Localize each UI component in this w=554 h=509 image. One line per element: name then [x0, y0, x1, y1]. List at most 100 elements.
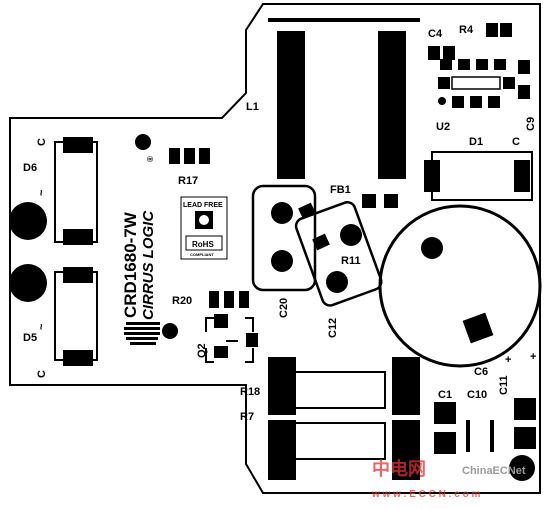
- tilde-symbol-b: ~: [36, 323, 48, 330]
- u2-pin1-dot: [438, 97, 446, 105]
- d1-cathode-label: C: [512, 136, 520, 148]
- d5-cathode-label: C: [36, 370, 48, 378]
- fb1-pad-a: [362, 194, 376, 208]
- d5-label: D5: [23, 332, 37, 344]
- d5-pad-b: [63, 350, 93, 366]
- u2-pad-d: [494, 59, 506, 70]
- c4-pad-b: [443, 46, 455, 60]
- r20-pad-a: [209, 291, 219, 308]
- q2-pad-a: [214, 314, 228, 328]
- c12-outline: [294, 201, 383, 307]
- c20-label: C20: [278, 298, 290, 318]
- l1-pad-left: [277, 31, 305, 179]
- u2-pad-h: [470, 96, 482, 108]
- brand-registered-mark: ®: [146, 156, 155, 162]
- c4-label: C4: [428, 28, 443, 40]
- c6-outline: [378, 204, 542, 368]
- c9-label: C9: [525, 117, 537, 131]
- d6-pad-a: [63, 137, 93, 153]
- rohs-sub: COMPLIANT: [190, 252, 214, 257]
- d1-pad-right: [514, 160, 530, 192]
- u2-pad-g: [452, 96, 464, 108]
- rohs-text: RoHS: [192, 240, 214, 249]
- watermark-site: ChinaECNet: [462, 465, 526, 477]
- c9-pad-b: [518, 85, 530, 99]
- c20-outline: [251, 184, 317, 292]
- l1-pad-right: [378, 31, 406, 179]
- u2-pad-a: [440, 59, 452, 70]
- c4-pad-a: [428, 46, 440, 60]
- brand-name: CIRRUS LOGIC: [140, 210, 157, 320]
- r18-pad-b: [392, 357, 420, 415]
- c10-pad-a: [466, 420, 470, 452]
- r20-pad-b: [224, 291, 234, 308]
- watermark-url: w w w . E C C N . c o m: [371, 489, 480, 500]
- r17-pad-c: [199, 148, 210, 164]
- c10-label: C10: [467, 389, 487, 401]
- l1-label: L1: [246, 101, 259, 113]
- d6-terminal: [9, 202, 47, 240]
- c6-pad-a: [421, 237, 443, 259]
- r7-pad-a: [268, 420, 296, 480]
- r7-label: R7: [240, 411, 254, 423]
- u2-pad-c: [476, 59, 488, 70]
- r20-label: R20: [172, 295, 192, 307]
- d1-label: D1: [469, 136, 483, 148]
- q2-outline: [205, 317, 254, 363]
- c20-pad-a: [271, 202, 293, 224]
- plus-sign-a: +: [505, 354, 511, 366]
- r17-pad-b: [184, 148, 195, 164]
- u2-pad-e: [438, 77, 450, 89]
- q2-label: Q2: [196, 343, 208, 358]
- fiducial-top: [135, 134, 151, 150]
- fb1-label: FB1: [330, 184, 351, 196]
- u2-body: [451, 76, 501, 90]
- c11-pad-b: [514, 427, 536, 449]
- c12-pad-b: [326, 271, 348, 293]
- part-number: CRD1680-7W: [121, 211, 140, 318]
- fb1-pad-b: [384, 194, 398, 208]
- c12-pad-a: [340, 224, 362, 246]
- d6-pad-b: [63, 229, 93, 245]
- c11-label: C11: [498, 375, 510, 395]
- tilde-symbol-a: ~: [36, 189, 48, 196]
- lead-free-title: LEAD FREE: [183, 202, 223, 209]
- r17-label: R17: [178, 175, 198, 187]
- r11-pad-a: [298, 202, 316, 220]
- u2-label: U2: [436, 121, 450, 133]
- mount-hole: [509, 455, 535, 481]
- c1-pad-a: [434, 402, 456, 424]
- r11-pad-b: [312, 233, 330, 251]
- r17-pad-a: [169, 148, 180, 164]
- c9-pad-a: [518, 60, 530, 74]
- u2-pad-b: [458, 59, 470, 70]
- lead-free-badge: LEAD FREE RoHS COMPLIANT: [180, 196, 228, 260]
- r18-pad-a: [268, 357, 296, 415]
- q2-pad-c: [246, 333, 258, 347]
- watermark-chinese: 中电网: [372, 458, 426, 479]
- d6-cathode-label: C: [36, 138, 48, 146]
- r20-pad-c: [239, 291, 249, 308]
- r11-label: R11: [341, 255, 361, 267]
- d6-label: D6: [23, 162, 37, 174]
- d1-pad-left: [424, 160, 440, 192]
- r7-pad-b: [392, 420, 420, 480]
- u2-pad-i: [488, 96, 500, 108]
- u2-pad-f: [503, 77, 515, 89]
- cirrus-logo: [124, 322, 160, 345]
- c10-pad-b: [490, 420, 494, 452]
- r4-pad-a: [486, 23, 498, 37]
- d5-pad-a: [63, 267, 93, 283]
- c6-pad-b: [462, 312, 494, 344]
- r18-label: R18: [240, 386, 260, 398]
- c1-pad-b: [434, 432, 456, 454]
- c11-pad-a: [514, 398, 536, 420]
- q2-pad-b: [214, 346, 228, 358]
- c1-label: C1: [438, 389, 452, 401]
- d5-terminal: [9, 264, 47, 302]
- c12-label: C12: [327, 318, 339, 338]
- c6-label: C6: [474, 366, 488, 378]
- plus-sign-b: +: [530, 351, 536, 363]
- r4-label: R4: [459, 24, 474, 36]
